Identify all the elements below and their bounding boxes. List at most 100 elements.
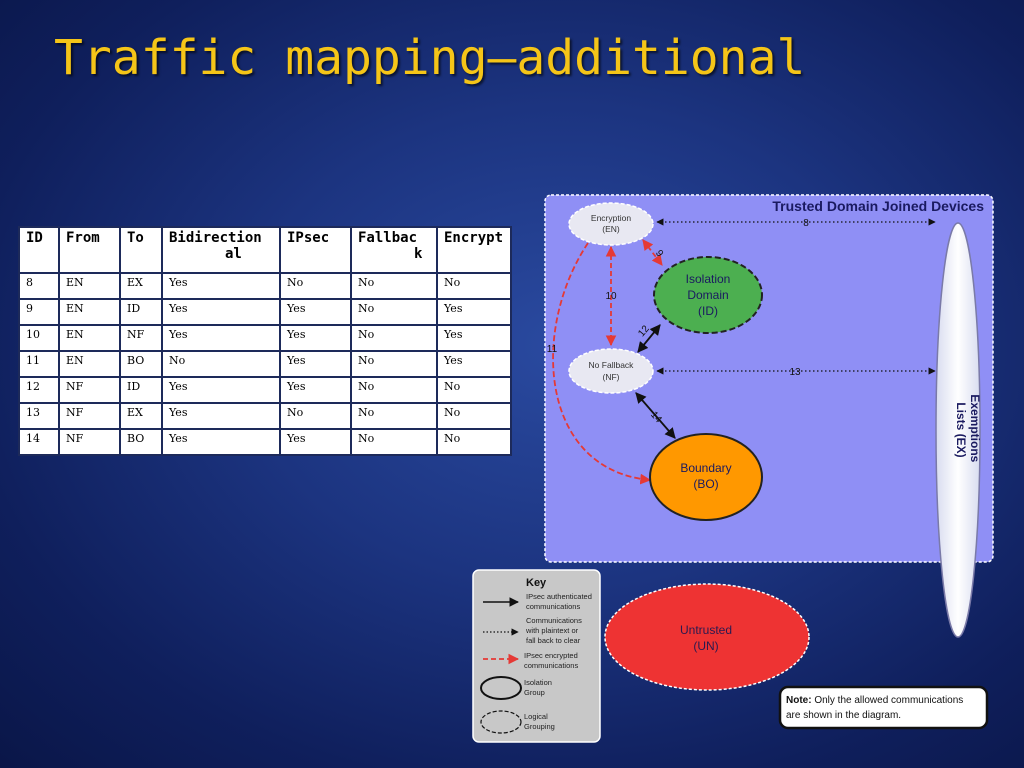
cell-ipsec: Yes xyxy=(279,350,352,378)
cell-fallback: No xyxy=(350,272,438,300)
cell-to: NF xyxy=(119,324,163,352)
cell-bidirectional: Yes xyxy=(161,272,281,300)
cell-fallback: No xyxy=(350,376,438,404)
cell-ipsec: No xyxy=(279,272,352,300)
exemptions-label: Exemptions Lists (EX) xyxy=(954,394,982,465)
cell-id: 10 xyxy=(18,324,60,352)
encryption-label-1: Encryption xyxy=(591,213,631,223)
header-ipsec: IPsec xyxy=(279,226,352,274)
cell-ipsec: No xyxy=(279,402,352,430)
cell-bidirectional: No xyxy=(161,350,281,378)
cell-encrypt: No xyxy=(436,376,512,404)
cell-bidirectional: Yes xyxy=(161,376,281,404)
cell-to: ID xyxy=(119,298,163,326)
edge-13-label: 13 xyxy=(789,367,801,378)
header-from: From xyxy=(58,226,121,274)
cell-from: EN xyxy=(58,298,121,326)
cell-fallback: No xyxy=(350,428,438,456)
trusted-domain-label: Trusted Domain Joined Devices xyxy=(772,198,984,214)
note-text: Note: Only the allowed communications ar… xyxy=(786,695,966,721)
key-item-4: Isolation Group xyxy=(524,678,554,697)
header-id: ID xyxy=(18,226,60,274)
cell-encrypt: Yes xyxy=(436,350,512,378)
key-isolation-group-shape xyxy=(480,676,522,700)
cell-id: 8 xyxy=(18,272,60,300)
cell-ipsec: Yes xyxy=(279,298,352,326)
cell-fallback: No xyxy=(350,298,438,326)
cell-encrypt: Yes xyxy=(436,298,512,326)
key-item-5: Logical Grouping xyxy=(524,712,555,731)
cell-fallback: No xyxy=(350,324,438,352)
cell-ipsec: Yes xyxy=(279,324,352,352)
no-fallback-label-2: (NF) xyxy=(603,372,620,382)
boundary-label-1: Boundary xyxy=(680,461,731,475)
cell-from: EN xyxy=(58,350,121,378)
cell-to: ID xyxy=(119,376,163,404)
key-item-3: IPsec encrypted communications xyxy=(524,651,580,670)
cell-from: EN xyxy=(58,272,121,300)
isolation-label-2: Domain xyxy=(687,288,728,302)
boundary-label-2: (BO) xyxy=(693,477,718,491)
slide-title: Traffic mapping—additional xyxy=(54,30,806,86)
cell-bidirectional: Yes xyxy=(161,402,281,430)
cell-from: EN xyxy=(58,324,121,352)
isolation-domain-node xyxy=(653,256,763,334)
edge-11 xyxy=(552,242,652,485)
cell-to: BO xyxy=(119,428,163,456)
edge-8-label: 8 xyxy=(803,218,809,229)
cell-id: 12 xyxy=(18,376,60,404)
cell-ipsec: Yes xyxy=(279,428,352,456)
cell-encrypt: No xyxy=(436,272,512,300)
boundary-node xyxy=(649,433,763,521)
cell-id: 9 xyxy=(18,298,60,326)
note-box xyxy=(778,685,989,730)
header-to: To xyxy=(119,226,163,274)
header-encrypt: Encrypt xyxy=(436,226,512,274)
edge-12 xyxy=(637,324,661,353)
isolation-label-3: (ID) xyxy=(698,304,718,318)
untrusted-label-1: Untrusted xyxy=(680,623,732,637)
cell-to: BO xyxy=(119,350,163,378)
cell-to: EX xyxy=(119,402,163,430)
edge-11-label: 11 xyxy=(547,344,558,355)
edge-14 xyxy=(635,392,676,439)
key-item-1: IPsec authenticated communications xyxy=(526,592,594,611)
key-item-2: Communications with plaintext or fall ba… xyxy=(525,616,584,645)
cell-id: 11 xyxy=(18,350,60,378)
cell-to: EX xyxy=(119,272,163,300)
cell-encrypt: No xyxy=(436,428,512,456)
cell-fallback: No xyxy=(350,402,438,430)
encryption-node xyxy=(568,202,654,246)
edge-9-label: 9 xyxy=(653,248,665,259)
cell-id: 13 xyxy=(18,402,60,430)
edge-10-label: 10 xyxy=(605,291,617,302)
cell-ipsec: Yes xyxy=(279,376,352,404)
cell-bidirectional: Yes xyxy=(161,298,281,326)
exemptions-node xyxy=(935,222,981,638)
cell-encrypt: Yes xyxy=(436,324,512,352)
encryption-label-2: (EN) xyxy=(602,224,620,234)
cell-from: NF xyxy=(58,428,121,456)
cell-id: 14 xyxy=(18,428,60,456)
cell-encrypt: No xyxy=(436,402,512,430)
cell-bidirectional: Yes xyxy=(161,428,281,456)
cell-bidirectional: Yes xyxy=(161,324,281,352)
key-logical-grouping-shape xyxy=(480,710,522,734)
key-title: Key xyxy=(526,577,547,589)
cell-from: NF xyxy=(58,402,121,430)
isolation-label-1: Isolation xyxy=(686,272,731,286)
no-fallback-node xyxy=(568,348,654,394)
edge-9 xyxy=(642,239,663,266)
untrusted-label-2: (UN) xyxy=(693,639,718,653)
